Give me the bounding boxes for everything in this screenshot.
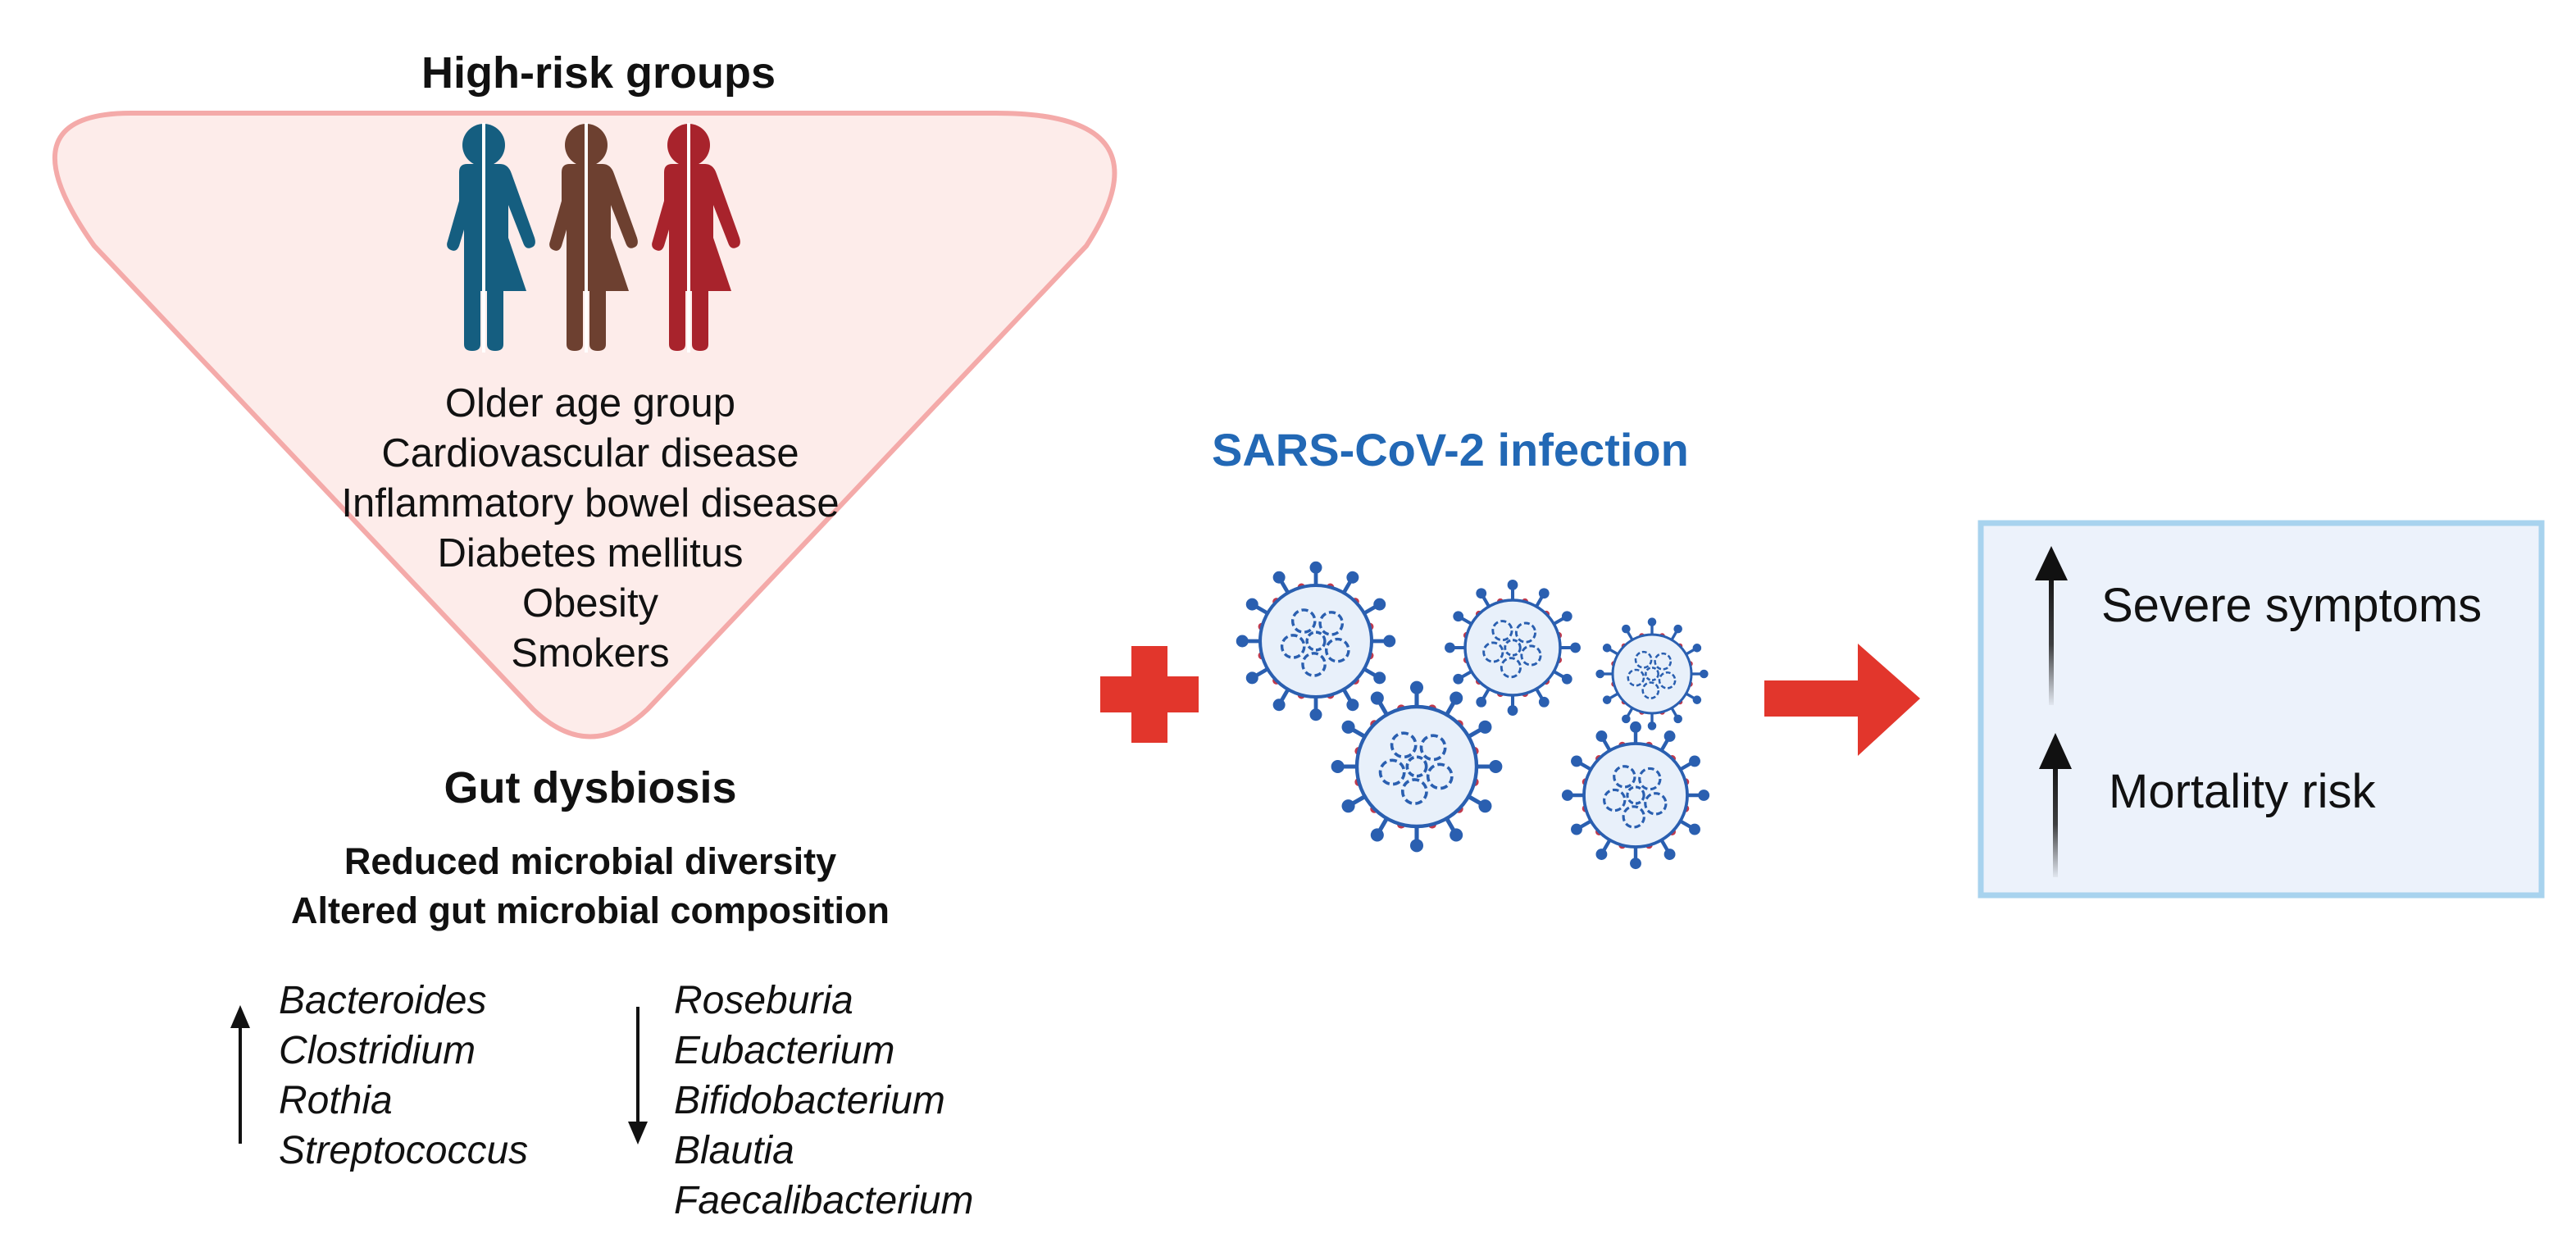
genus-item: Rothia <box>279 1079 393 1122</box>
genus-item: Faecalibacterium <box>674 1179 974 1222</box>
plus-icon <box>1100 646 1199 743</box>
virus-cluster <box>1236 561 1710 870</box>
increased-genera-list: Bacteroides Clostridium Rothia Streptoco… <box>279 976 528 1176</box>
coronavirus-icon <box>1445 580 1581 716</box>
risk-factor-item: Obesity <box>521 581 659 626</box>
genus-item: Eubacterium <box>674 1029 895 1072</box>
coronavirus-icon <box>1331 680 1503 853</box>
genus-item: Blautia <box>674 1129 794 1172</box>
risk-factor-item: Older age group <box>444 381 736 425</box>
dysbiosis-line-2: Altered gut microbial composition <box>290 890 890 931</box>
decreased-genera-list: Roseburia Eubacterium Bifidobacterium Bl… <box>674 976 973 1226</box>
person-divider-lines <box>482 123 690 353</box>
coronavirus-icon <box>1236 561 1396 721</box>
outcome-box <box>1978 520 2545 899</box>
infection-title: SARS-CoV-2 infection <box>1212 424 1689 476</box>
outcome-mortality-risk: Mortality risk <box>2109 765 2376 818</box>
genus-item: Bacteroides <box>279 979 487 1022</box>
dysbiosis-title: Gut dysbiosis <box>444 763 737 812</box>
coronavirus-icon <box>1561 721 1710 870</box>
genus-item: Roseburia <box>674 979 853 1022</box>
dysbiosis-line-1: Reduced microbial diversity <box>344 840 837 882</box>
arrow-up-icon <box>2035 546 2068 705</box>
arrow-right-icon <box>1764 644 1920 756</box>
genus-item: Streptococcus <box>279 1129 529 1172</box>
risk-factor-item: Diabetes mellitus <box>437 531 744 576</box>
coronavirus-icon <box>1595 617 1709 730</box>
arrow-up-icon <box>2039 733 2072 877</box>
risk-factor-item: Inflammatory bowel disease <box>341 481 840 526</box>
arrow-down-icon <box>628 1007 648 1145</box>
risk-factor-item: Cardiovascular disease <box>381 431 799 476</box>
arrow-up-icon <box>230 1005 250 1144</box>
risk-factor-item: Smokers <box>511 631 670 676</box>
high-risk-title: High-risk groups <box>421 48 776 98</box>
risk-factor-list: Older age group Cardiovascular disease I… <box>197 379 984 679</box>
high-risk-triangle <box>52 111 1117 739</box>
outcome-severe-symptoms: Severe symptoms <box>2101 579 2483 632</box>
genus-item: Clostridium <box>279 1029 476 1072</box>
genus-item: Bifidobacterium <box>674 1079 945 1122</box>
